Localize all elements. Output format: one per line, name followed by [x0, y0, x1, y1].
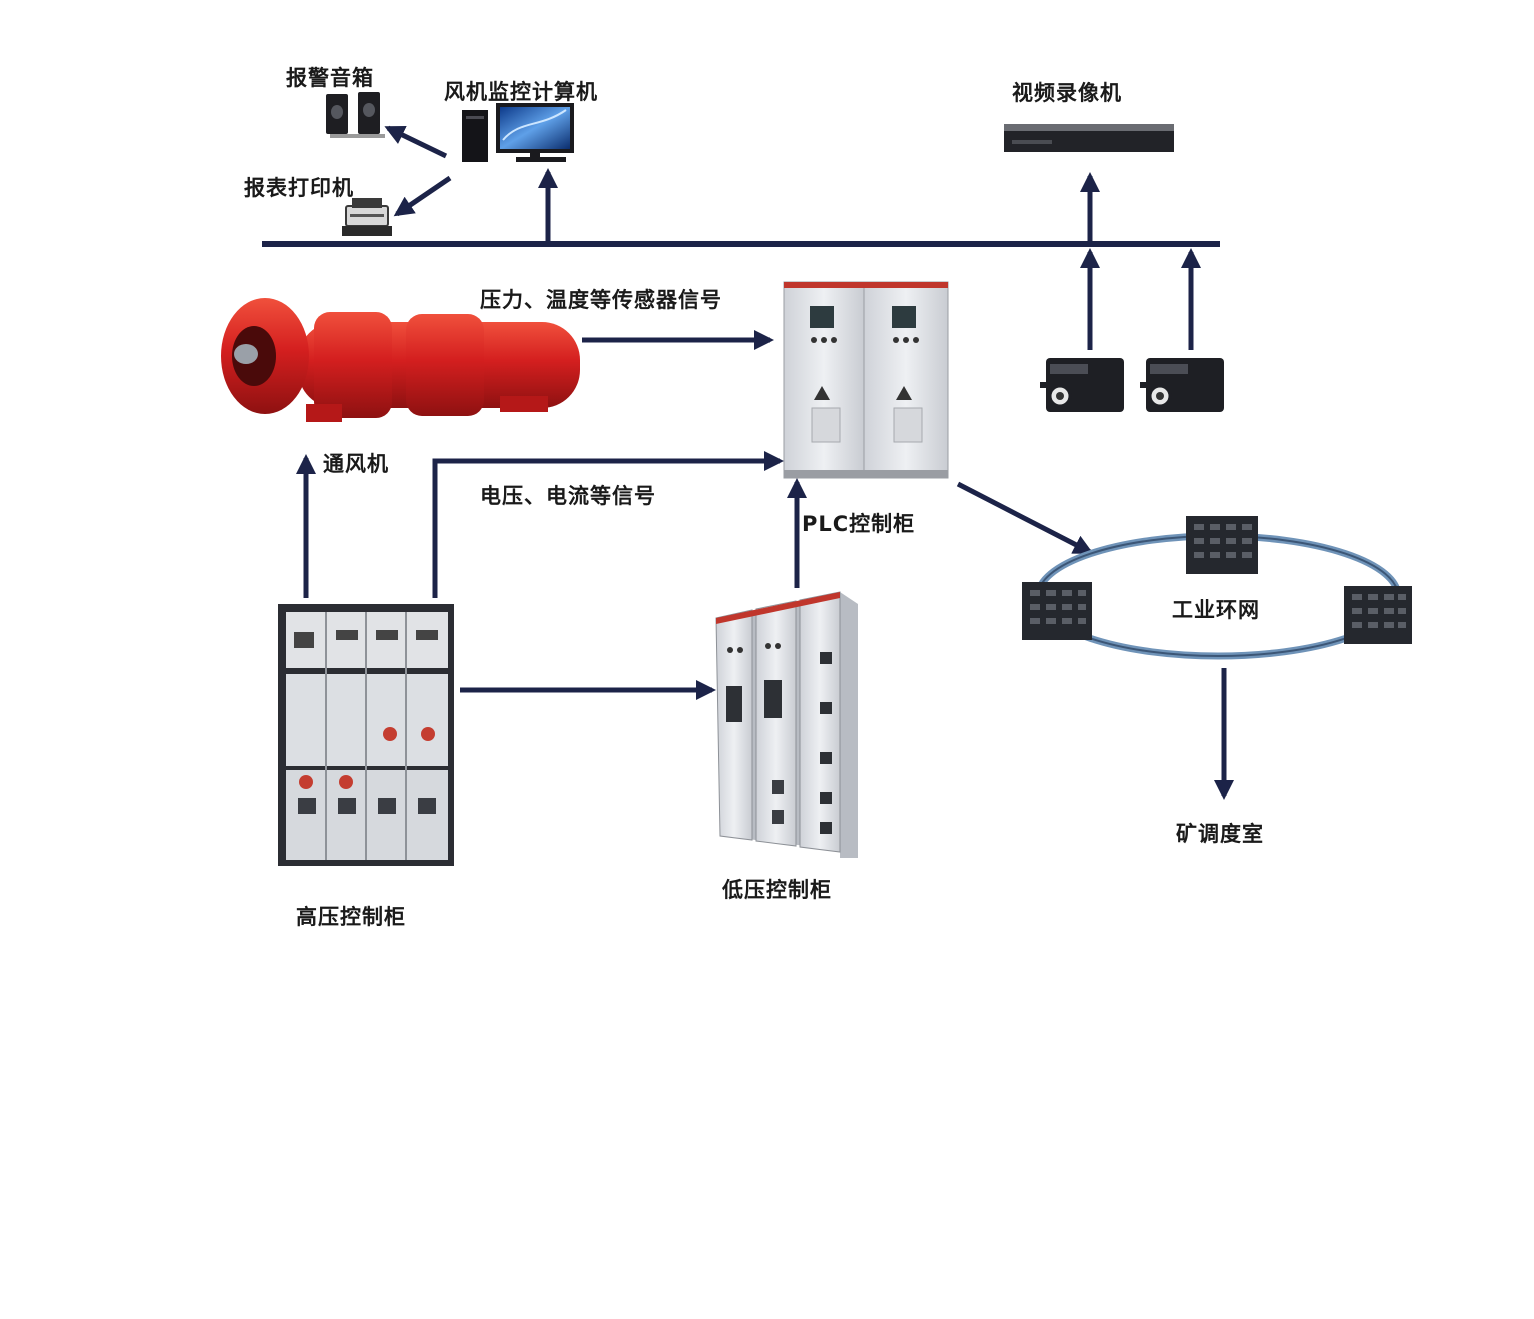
low-voltage-cabinet-label: 低压控制柜 — [722, 878, 832, 902]
high-voltage-cabinet-icon — [278, 604, 454, 866]
voltage-current-signal-label: 电压、电流等信号 — [480, 484, 656, 508]
industrial-ring-label: 工业环网 — [1172, 598, 1260, 622]
fan-label: 通风机 — [323, 452, 389, 476]
video-recorder-label: 视频录像机 — [1012, 81, 1122, 105]
alarm-speaker-label: 报警音箱 — [286, 66, 374, 90]
fan-icon — [221, 298, 580, 422]
arrow-computer-to-printer — [393, 175, 452, 217]
low-voltage-cabinet-icon — [715, 591, 858, 858]
sensor-signal-label: 压力、温度等传感器信号 — [480, 288, 722, 312]
plc-cabinet-icon — [783, 281, 949, 479]
video-recorder-icon — [1004, 124, 1174, 152]
arrow-plc-to-ring — [956, 481, 1094, 555]
arrow-computer-to-speaker — [384, 125, 448, 159]
arrow-hv-to-plc — [432, 451, 784, 598]
camera-icon — [1040, 358, 1124, 412]
alarm-speaker-icon — [326, 92, 385, 138]
network-switch-icon — [1022, 582, 1092, 640]
report-printer-label: 报表打印机 — [244, 176, 354, 200]
network-switch-icon — [1186, 516, 1258, 574]
plc-cabinet-label: PLC控制柜 — [802, 512, 916, 536]
dispatch-room-label: 矿调度室 — [1176, 822, 1264, 846]
report-printer-icon — [342, 198, 392, 236]
monitor-computer-icon — [462, 103, 574, 162]
network-switch-icon — [1344, 586, 1412, 644]
monitor-computer-label: 风机监控计算机 — [444, 80, 598, 104]
high-voltage-cabinet-label: 高压控制柜 — [296, 905, 406, 929]
camera-icon — [1140, 358, 1224, 412]
